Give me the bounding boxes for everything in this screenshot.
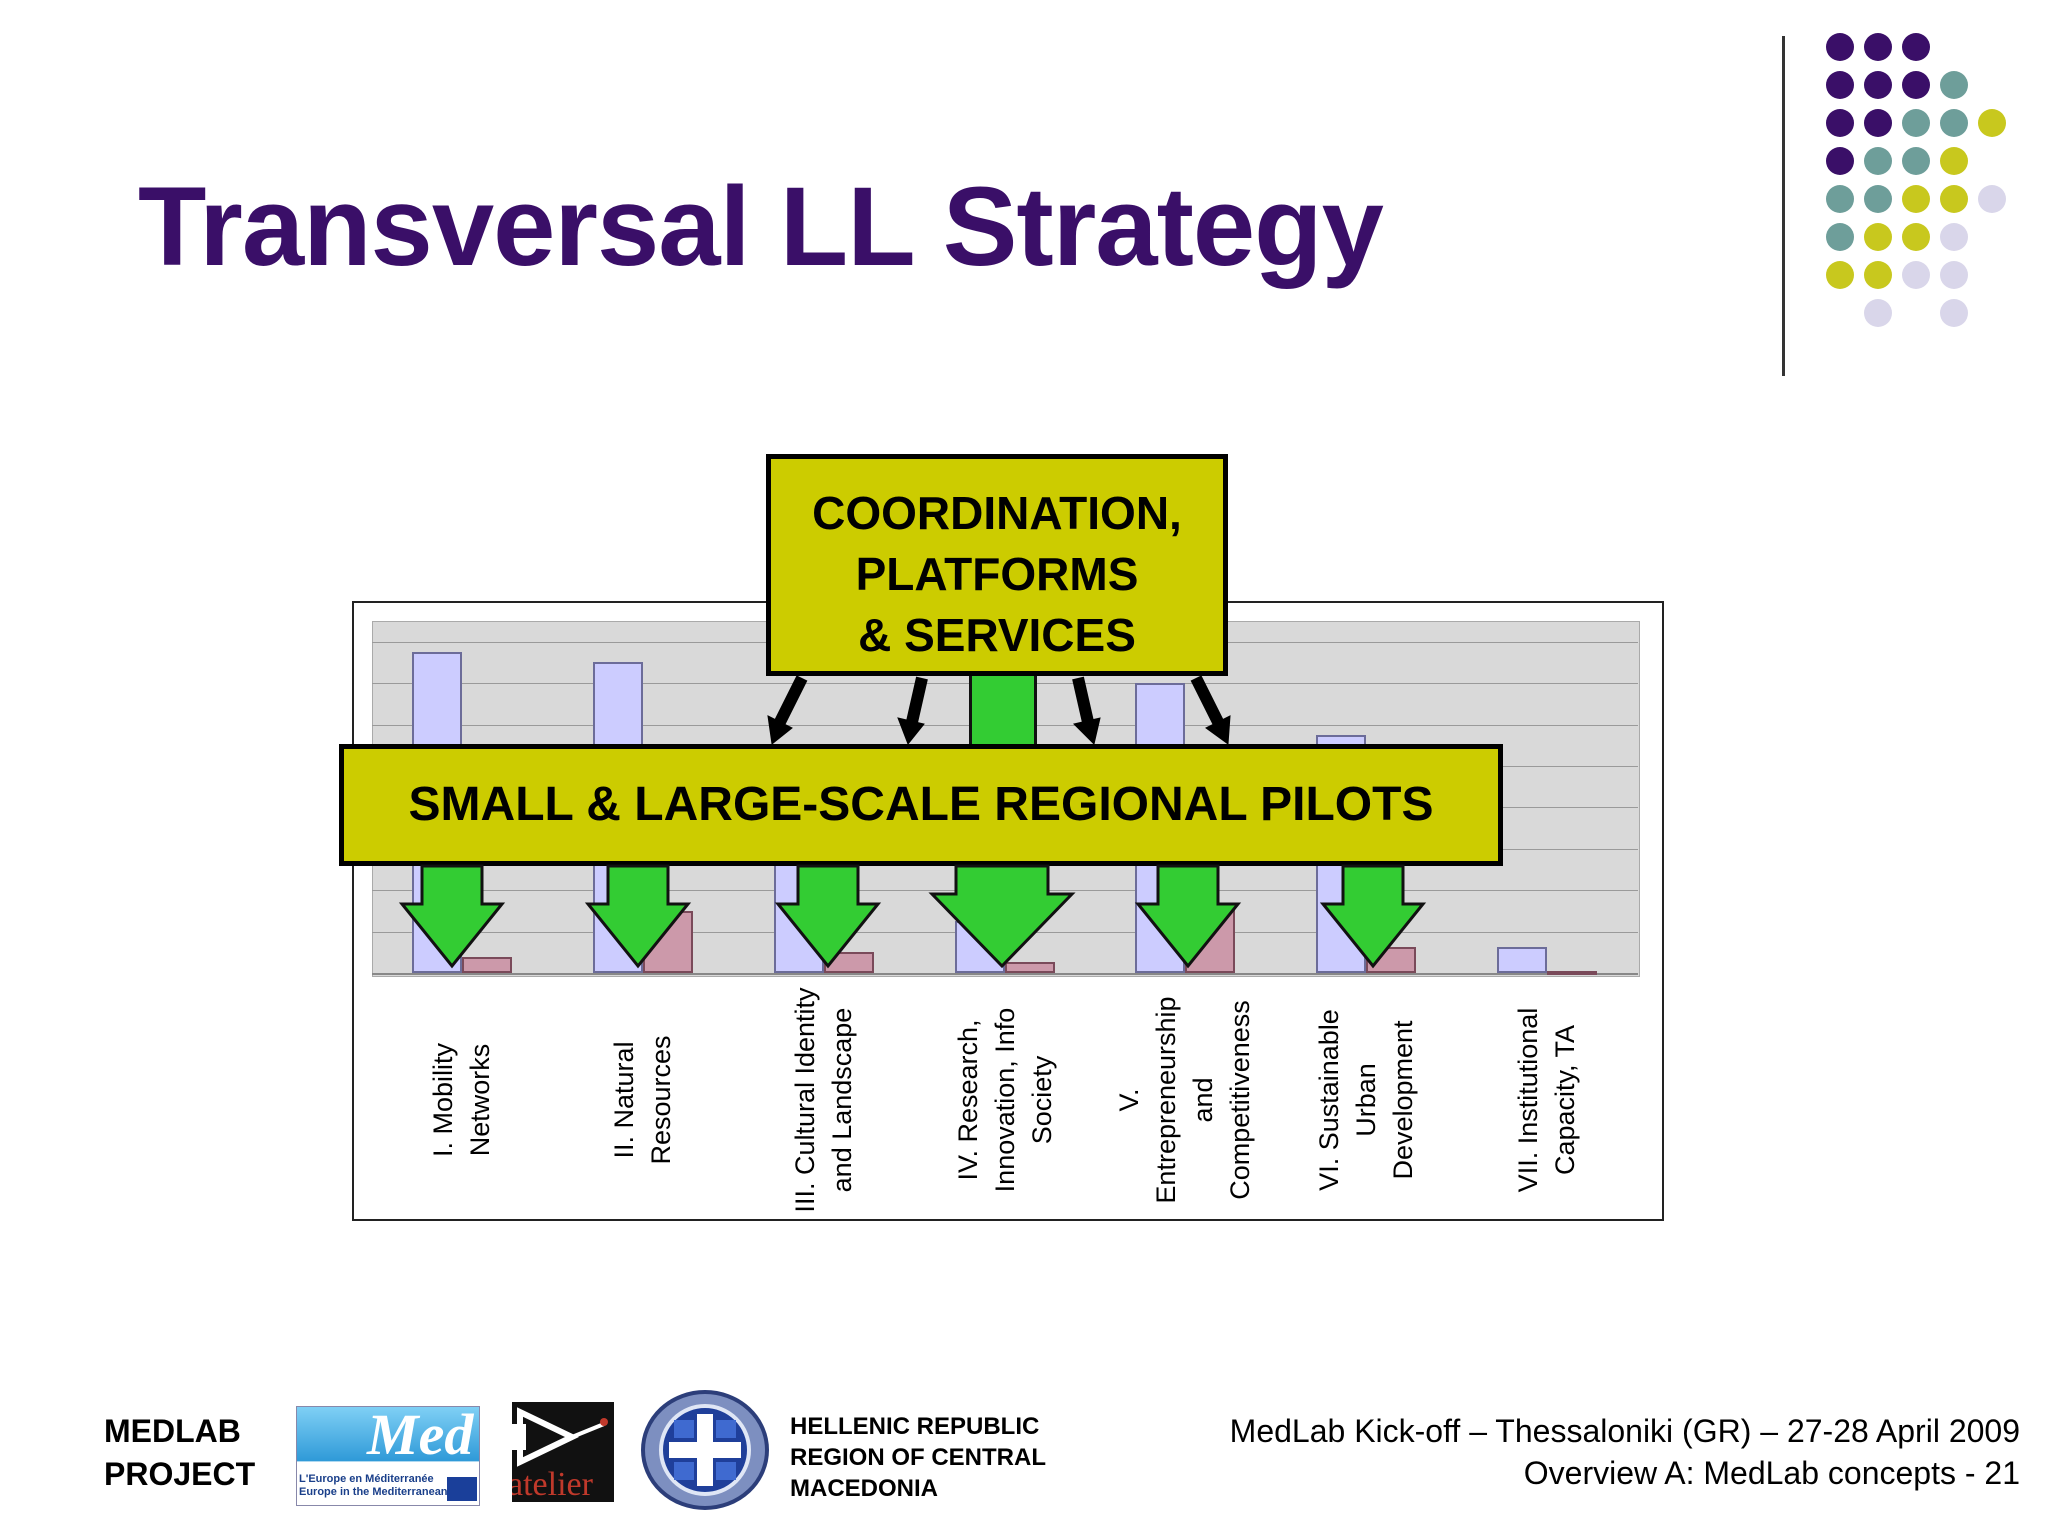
black-arrows [767,675,1231,745]
page-line: Overview A: MedLab concepts - 21 [1523,1455,2020,1491]
black-arrow-2 [897,676,928,745]
decorative-dot [1902,261,1930,289]
decorative-dot [1826,33,1854,61]
medlab-project-label: MEDLAB PROJECT [104,1410,255,1496]
region-line-1: HELLENIC REPUBLIC [790,1413,1040,1440]
decorative-dot [1940,109,1968,137]
green-down-arrow [398,864,506,969]
green-down-arrow [1134,864,1242,969]
region-line-2: REGION OF CENTRAL [790,1444,1046,1471]
decorative-dot [1826,185,1854,213]
decorative-dot [1864,71,1892,99]
decorative-dot [1826,71,1854,99]
decorative-dot [1864,147,1892,175]
decorative-dot [1902,185,1930,213]
decorative-dot [1826,261,1854,289]
decorative-dot [1940,261,1968,289]
chart-x-axis [372,973,1638,975]
region-label: HELLENIC REPUBLIC REGION OF CENTRAL MACE… [790,1411,1046,1504]
green-down-arrow [584,864,692,969]
footer-event-info: MedLab Kick-off – Thessaloniki (GR) – 27… [1230,1410,2020,1494]
decorative-dot [1902,109,1930,137]
green-down-arrow [928,864,1076,969]
med-logo-word: Med [367,1402,474,1467]
decorative-dot [1940,223,1968,251]
decorative-dot [1864,261,1892,289]
atelier-logo-word: atelier [512,1466,593,1502]
event-line: MedLab Kick-off – Thessaloniki (GR) – 27… [1229,1413,2020,1449]
decorative-dot [1902,33,1930,61]
decorative-dot [1940,71,1968,99]
black-arrow-3 [1072,676,1101,745]
coordination-box-line-2: PLATFORMS [855,548,1139,600]
chart-bar-series-b [462,957,512,973]
chart-bar-series-a [1497,947,1548,973]
project-line-1: MEDLAB [104,1413,241,1449]
decorative-dot [1864,299,1892,327]
decorative-dot [1940,299,1968,327]
decorative-dot [1940,185,1968,213]
chart-bar-series-b [1004,961,1055,973]
black-arrow-1 [767,675,808,745]
med-logo-subtitle-1: L'Europe en Méditerranée [299,1473,434,1485]
decorative-dot [1940,147,1968,175]
greek-coat-of-arms-icon [641,1390,769,1510]
decorative-dot [1826,223,1854,251]
black-arrow-4 [1190,675,1231,745]
decorative-divider [1782,36,1785,376]
decorative-dot [1978,109,2006,137]
decorative-dot [1826,147,1854,175]
coordination-box-line-1: COORDINATION, [812,487,1182,539]
decorative-dot [1864,185,1892,213]
decorative-dot [1902,223,1930,251]
decorative-dot [1864,33,1892,61]
region-line-3: MACEDONIA [790,1475,938,1502]
regional-pilots-box: SMALL & LARGE-SCALE REGIONAL PILOTS [339,744,1503,866]
slide-title: Transversal LL Strategy [138,164,1384,289]
green-down-arrow [1319,864,1427,969]
med-logo-subtitle: L'Europe en Méditerranée Europe in the M… [299,1473,448,1499]
coordination-box: COORDINATION, PLATFORMS & SERVICES [766,454,1228,676]
atelier-logo: atelier [512,1402,614,1502]
decorative-dot [1902,71,1930,99]
green-down-arrow [774,864,882,969]
chart-bar-series-b [1547,970,1598,975]
decorative-dot [1826,109,1854,137]
decorative-dot [1902,147,1930,175]
med-logo-subtitle-2: Europe in the Mediterranean [299,1486,448,1498]
center-green-connector [969,676,1037,746]
project-line-2: PROJECT [104,1456,256,1492]
eu-flag-icon [447,1477,477,1501]
green-arrows [398,864,1427,969]
decorative-dot [1864,109,1892,137]
coordination-box-line-3: & SERVICES [858,609,1136,661]
atelier-mark-icon [512,1407,608,1467]
regional-pilots-label: SMALL & LARGE-SCALE REGIONAL PILOTS [408,778,1434,831]
decorative-dot [1864,223,1892,251]
med-programme-logo: Med L'Europe en Méditerranée Europe in t… [296,1402,480,1506]
decorative-dot [1978,185,2006,213]
